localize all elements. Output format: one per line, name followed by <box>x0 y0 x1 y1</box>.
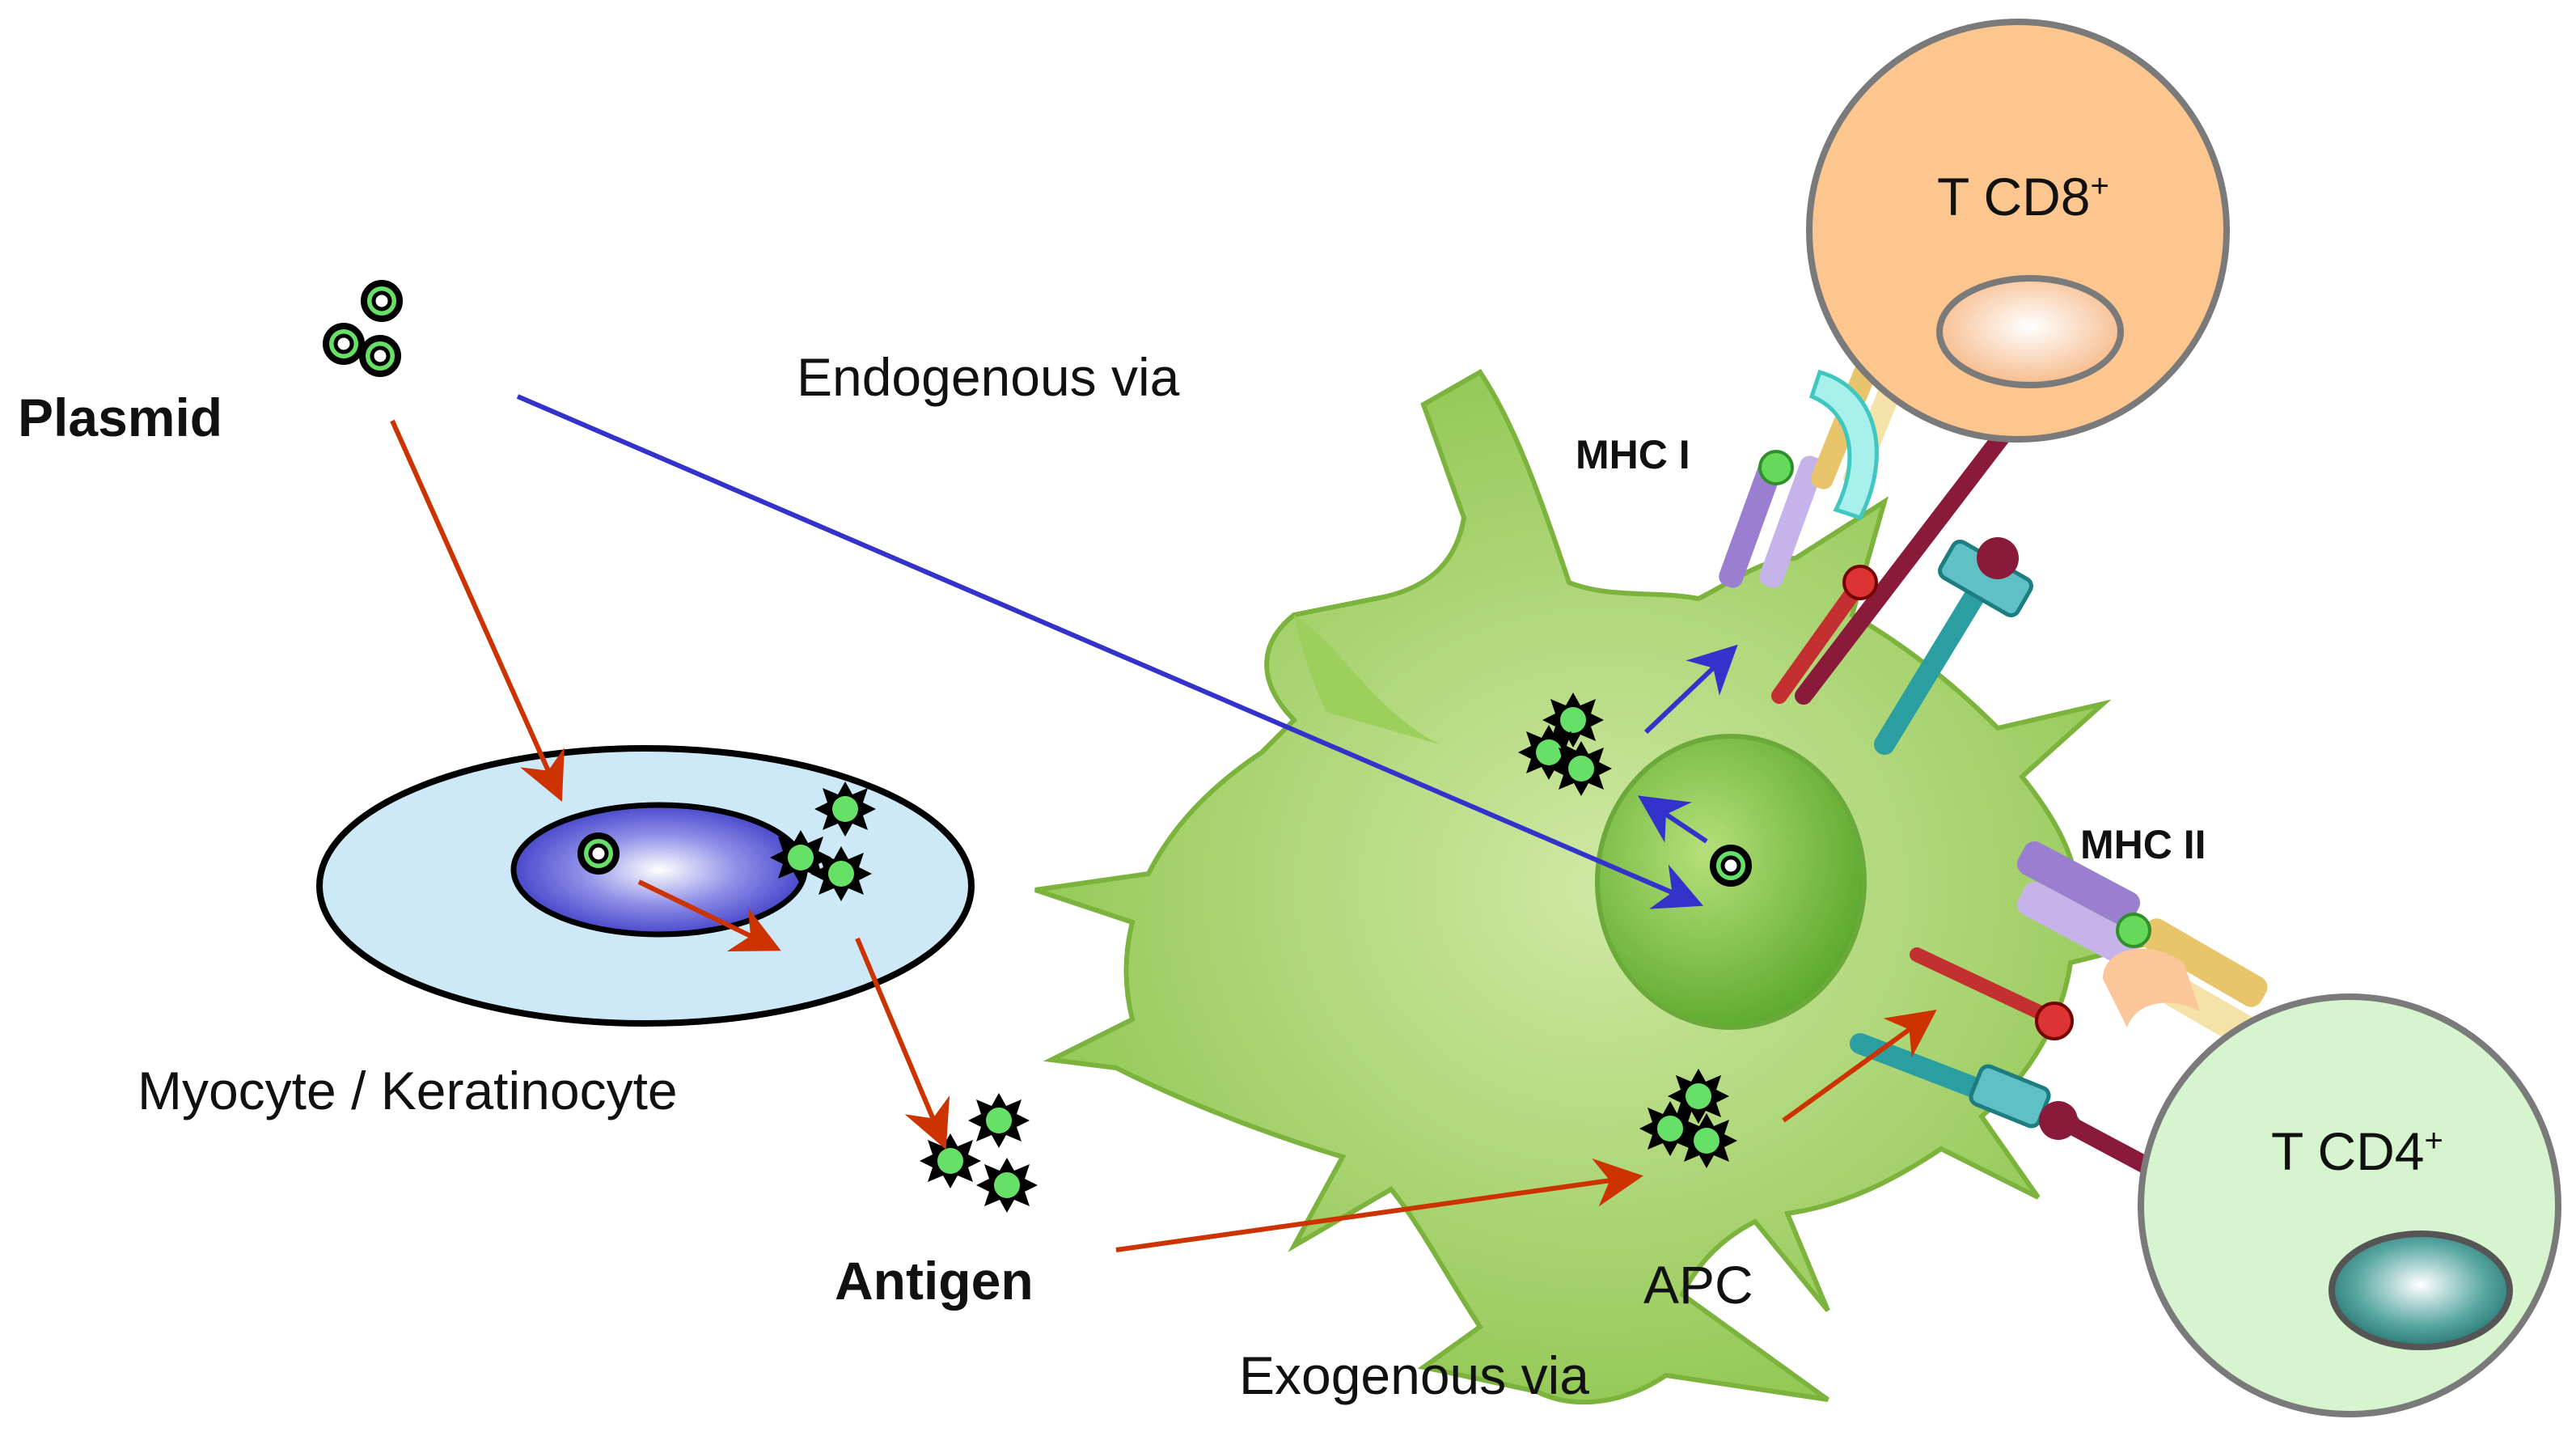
tcd4-cell <box>2138 993 2561 1417</box>
tcd4-label: T CD4+ <box>2271 1121 2443 1181</box>
host-cell-label: Myocyte / Keratinocyte <box>137 1061 678 1120</box>
mhc1-complex <box>1719 344 1916 588</box>
plasmid-group <box>326 283 400 374</box>
tcd8-label: T CD8+ <box>1937 167 2109 227</box>
arrow-nucleus-to-membrane <box>637 879 781 952</box>
plasmid-in-nucleus <box>581 836 616 871</box>
apc-dendrite <box>1294 615 1440 744</box>
apc-cell <box>1034 369 2176 1405</box>
mhc2-label: MHC II <box>2080 822 2206 867</box>
tcd8-cell <box>1806 19 2230 443</box>
arrow-cell-to-antigen <box>855 937 950 1150</box>
exogenous-label: Exogenous via <box>1239 1345 1589 1405</box>
arrow-plasmid-to-apc <box>516 394 1704 909</box>
arrow-plasmid-to-cell <box>390 419 565 802</box>
tcd4-nucleus <box>2329 1231 2513 1350</box>
arrow-antigen-to-apc <box>1115 1158 1643 1252</box>
plasmid-in-apc-nucleus <box>1713 848 1749 883</box>
antigen-label: Antigen <box>835 1251 1034 1311</box>
arrow-nucleus-left <box>1638 795 1708 844</box>
apc-label: APC <box>1643 1255 1753 1315</box>
antigen-cluster <box>920 1093 1038 1213</box>
exogenous-arrows <box>390 419 1937 1252</box>
mhc1-label: MHC I <box>1576 432 1690 477</box>
endogenous-arrows <box>516 394 1738 909</box>
arrow-mhc2-route <box>1782 1009 1937 1123</box>
host-nucleus <box>510 802 808 938</box>
plasmid-label: Plasmid <box>18 388 223 447</box>
mhc2-complex <box>2016 841 2268 1048</box>
tcd8-nucleus <box>1936 275 2124 388</box>
cd8-coreceptor <box>1771 412 2033 755</box>
endogenous-label: Endogenous via <box>797 347 1180 407</box>
arrow-nucleus-to-mhc1 <box>1643 644 1738 735</box>
